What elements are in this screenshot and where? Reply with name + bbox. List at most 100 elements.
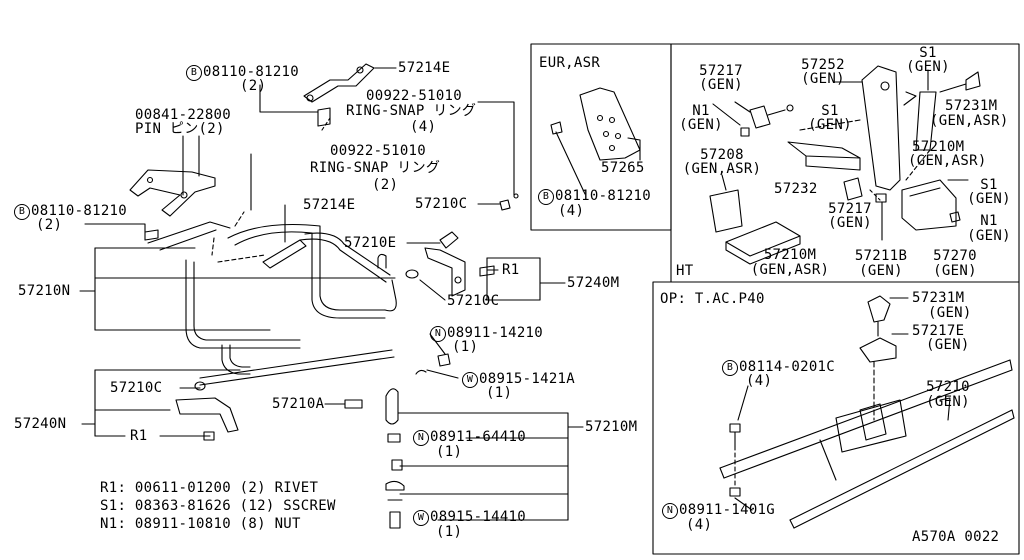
part-number: 08911-14210 (447, 325, 544, 341)
label-qty: (1) (436, 524, 463, 540)
label-n1-ht-a-gen: (GEN) (679, 117, 723, 133)
part-number: 08110-81210 (203, 64, 300, 80)
part-number: 08915-1421A (479, 371, 576, 387)
label-57240m: 57240M (567, 275, 620, 291)
label-57214e-top: 57214E (398, 60, 451, 76)
label-qty: (4) (558, 203, 585, 219)
label-s1-low-gen: (GEN) (967, 191, 1011, 207)
label-n1-ht-b: N1 (980, 213, 998, 229)
label-57231m-ht-gen: (GEN,ASR) (930, 113, 1009, 129)
panel-ht-title: HT (676, 263, 694, 279)
label-57265: 57265 (601, 160, 645, 176)
label-r1-right: R1 (502, 262, 520, 278)
label-57211b-gen: (GEN) (859, 263, 903, 279)
legend-s1: S1: 08363-81626 (12) SSCREW (100, 498, 336, 514)
label-57217-b: 57217 (828, 201, 872, 217)
washer-marker: W (462, 372, 478, 388)
label-00922-51010-a: 00922-51010 (366, 88, 463, 104)
bolt-marker: B (538, 189, 554, 205)
label-qty: (4) (746, 373, 773, 389)
label-57208-gen: (GEN,ASR) (682, 161, 762, 177)
label-57231m-op-gen: (GEN) (928, 305, 972, 321)
label-qty: (1) (486, 385, 513, 401)
label-n1-ht-a: N1 (692, 103, 710, 119)
label-57210c-right: 57210C (415, 196, 468, 212)
label-57217-a: 57217 (699, 63, 743, 79)
eur-asr-pedal-art (550, 87, 641, 195)
part-number: 08911-64410 (430, 429, 527, 445)
label-ring-snap-b-qty: (2) (372, 177, 399, 193)
label-ring-snap-b: RING-SNAP リング (310, 160, 441, 176)
label-57240n: 57240N (14, 416, 67, 432)
part-number: 08110-81210 (555, 188, 652, 204)
part-number: 08915-14410 (430, 509, 527, 525)
ht-assembly-art (709, 65, 981, 265)
label-57231m-op: 57231M (912, 290, 965, 306)
label-57210m-ht-a: 57210M (912, 139, 965, 155)
label-00922-51010-b: 00922-51010 (330, 143, 427, 159)
legend-n1: N1: 08911-10810 (8) NUT (100, 516, 301, 532)
label-57210c-mid: 57210C (447, 293, 500, 309)
bolt-marker: B (722, 360, 738, 376)
panel-op-title: OP: T.AC.P40 (660, 291, 765, 307)
label-57210-op-gen: (GEN) (926, 394, 970, 410)
label-00841-22800: 00841-22800 (135, 107, 232, 123)
label-57210a: 57210A (272, 396, 325, 412)
panel-op-frame (652, 281, 1020, 555)
label-ring-snap-a-qty: (4) (410, 119, 437, 135)
label-57210m-ht-a-gen: (GEN,ASR) (908, 153, 987, 169)
nut-marker: N (413, 430, 429, 446)
label-57210-op: 57210 (926, 379, 970, 395)
label-s1-mid-gen: (GEN) (808, 117, 852, 133)
label-57270-gen: (GEN) (933, 263, 977, 279)
washer-marker: W (413, 510, 429, 526)
legend-r1: R1: 00611-01200 (2) RIVET (100, 480, 319, 496)
label-s1-mid: S1 (821, 103, 839, 119)
part-number: 08114-0201C (739, 359, 836, 375)
part-number: 08911-1401G (679, 502, 776, 518)
panel-eur-asr-title: EUR,ASR (539, 55, 601, 71)
nut-marker: N (662, 503, 678, 519)
label-57214e-mid: 57214E (303, 197, 356, 213)
label-57231m-ht: 57231M (945, 98, 998, 114)
label-s1-low: S1 (980, 177, 998, 193)
label-57210n: 57210N (18, 283, 71, 299)
label-57210m-ht-b-gen: (GEN,ASR) (750, 262, 830, 278)
label-57208: 57208 (700, 147, 744, 163)
label-57217-b-gen: (GEN) (828, 215, 872, 231)
label-57210m-ht-b: 57210M (763, 247, 817, 263)
main-leader-lines (79, 67, 584, 521)
label-qty: (2) (240, 78, 267, 94)
label-57217-a-gen: (GEN) (699, 77, 743, 93)
label-pin: PIN ピン(2) (135, 121, 225, 137)
label-57217e-gen: (GEN) (926, 337, 970, 353)
label-57217e: 57217E (912, 323, 965, 339)
label-qty: (2) (36, 217, 63, 233)
label-qty: (1) (436, 444, 463, 460)
main-rod-assembly (129, 63, 519, 529)
label-57210e: 57210E (344, 235, 397, 251)
label-57211b: 57211B (854, 248, 908, 264)
nut-marker: N (430, 326, 446, 342)
label-qty: (1) (452, 339, 479, 355)
label-57232: 57232 (774, 181, 818, 197)
bolt-marker: B (186, 65, 202, 81)
label-57252: 57252 (801, 57, 845, 73)
label-57270: 57270 (933, 248, 977, 264)
label-57210c-left: 57210C (110, 380, 163, 396)
diagram-id: A570A 0022 (912, 529, 1000, 545)
label-n1-ht-b-gen: (GEN) (967, 228, 1011, 244)
label-s1-top: S1 (919, 45, 937, 61)
label-57252-gen: (GEN) (801, 71, 845, 87)
part-number: 08110-81210 (31, 203, 128, 219)
